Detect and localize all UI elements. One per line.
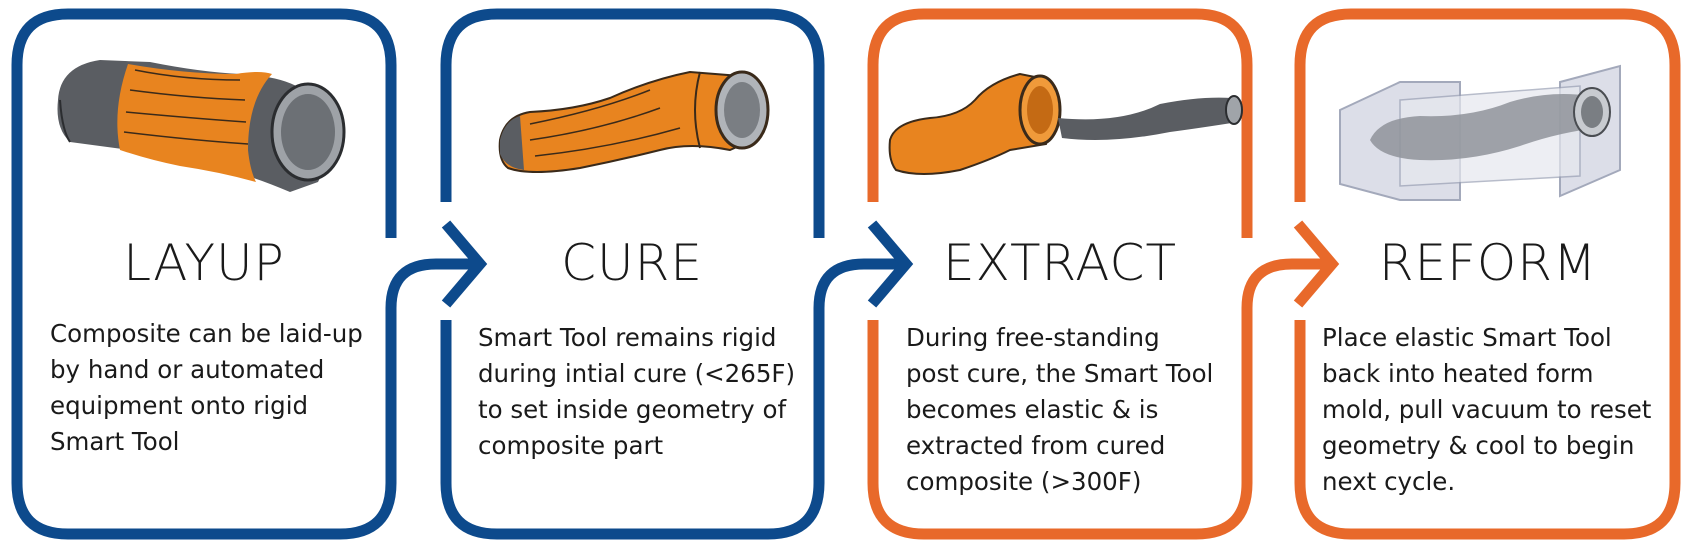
arrow-head-1 <box>441 220 488 308</box>
step-description-cure: Smart Tool remains rigid during intial c… <box>478 323 796 460</box>
layup-part-icon <box>57 60 346 192</box>
step-title-extract: EXTRACT <box>942 234 1177 292</box>
arrow-head-2 <box>867 220 914 308</box>
arrow-head-3 <box>1293 220 1340 308</box>
step-frame-layup <box>11 8 478 540</box>
step-frame-extract <box>867 8 1253 540</box>
step-frame-reform <box>1294 8 1681 540</box>
step-description-reform: Place elastic Smart Tool back into heate… <box>1322 323 1652 496</box>
step-description-extract: During free-standing post cure, the Smar… <box>906 323 1214 496</box>
step-title-layup: LAYUP <box>123 234 285 292</box>
step-description-layup: Composite can be laid-up by hand or auto… <box>50 319 363 456</box>
extraction-icon <box>888 72 1243 175</box>
step-frame-cure <box>440 8 825 540</box>
step-title-reform: REFORM <box>1378 234 1598 292</box>
connector-2-3 <box>813 258 905 309</box>
form-mold-icon <box>1339 64 1621 201</box>
connector-3-4 <box>1241 258 1332 309</box>
step-title-cure: CURE <box>561 234 703 292</box>
cured-part-icon <box>498 70 770 173</box>
